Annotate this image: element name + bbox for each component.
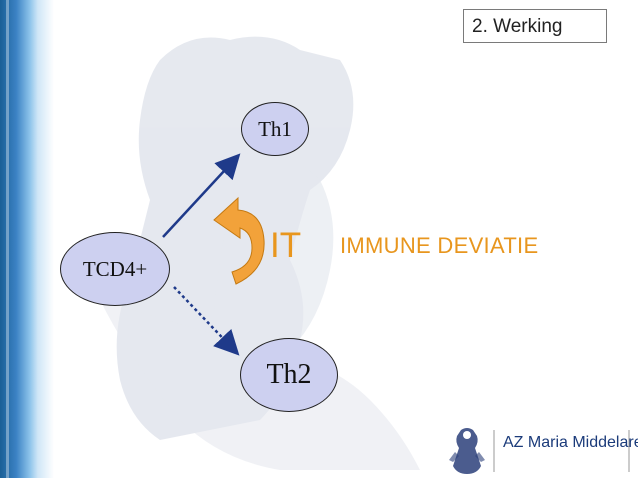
section-label-box: 2. Werking	[463, 9, 607, 43]
hospital-logo	[449, 428, 630, 474]
logo-text: AZ Maria Middelares	[503, 434, 638, 451]
node-tcd4: TCD4+	[60, 232, 170, 306]
arrow-tcd4-to-th1	[162, 153, 241, 238]
node-th2: Th2	[240, 338, 338, 412]
immune-deviatie-label: IMMUNE DEVIATIE	[340, 233, 539, 258]
madonna-logo-icon	[449, 428, 485, 474]
it-label: IT	[270, 226, 302, 265]
arrow-tcd4-to-th2	[173, 286, 240, 356]
side-bar-decoration	[0, 0, 54, 478]
cycle-arrow-icon	[213, 196, 265, 285]
node-th1: Th1	[241, 102, 309, 156]
